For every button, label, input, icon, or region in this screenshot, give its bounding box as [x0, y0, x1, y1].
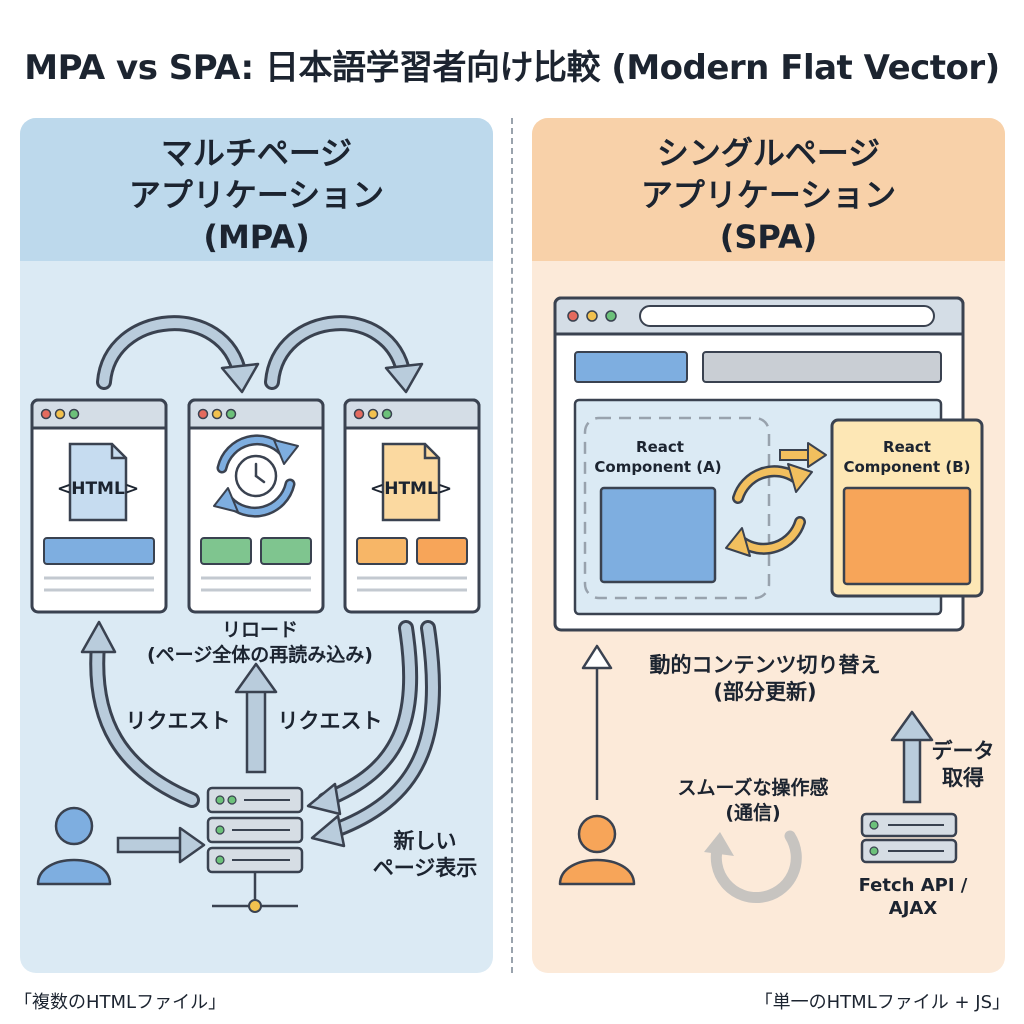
spa-user-icon: [558, 814, 636, 886]
component-swap-icon: [725, 463, 813, 557]
mpa-page3-html-label: <HTML>: [370, 479, 452, 499]
page-title: MPA vs SPA: 日本語学習者向け比較 (Modern Flat Vect…: [24, 48, 1000, 88]
new-page-label: 新しい ページ表示: [360, 828, 490, 883]
mpa-server-icon: [206, 786, 304, 913]
component-a-line1: React: [636, 438, 684, 456]
mpa-browser-page-3: [343, 398, 481, 614]
smooth-operation-label: スムーズな操作感 (通信): [648, 776, 858, 825]
mpa-top-arrow-1: [96, 315, 260, 394]
mpa-browser-page-2: [187, 398, 325, 614]
spa-heading-line1: シングルページ: [656, 134, 881, 172]
dynamic-switch-line2: (部分更新): [713, 680, 817, 705]
component-a-to-b-arrow: [779, 442, 827, 468]
smooth-operation-line1: スムーズな操作感: [677, 777, 829, 799]
dynamic-switch-line1: 動的コンテンツ切り替え: [649, 653, 881, 677]
spa-user-up-arrow: [581, 644, 613, 800]
component-a-line2: Component (A): [594, 458, 721, 476]
reload-label-line1: リロード: [221, 619, 298, 641]
component-b-line2: Component (B): [843, 458, 970, 476]
mpa-heading: マルチページ アプリケーション (MPA): [20, 132, 493, 258]
reload-label-line2: (ページ全体の再読み込み): [147, 643, 373, 666]
spa-header: シングルページ アプリケーション (SPA): [532, 118, 1005, 261]
spa-footer: 「単一のHTMLファイル + JS」: [754, 992, 1010, 1013]
mpa-request-arrow-center: [234, 662, 278, 774]
smooth-loop-icon: [704, 830, 802, 903]
center-divider: [511, 118, 513, 973]
fetch-api-label: Fetch API / AJAX: [838, 874, 988, 921]
data-fetch-line2: 取得: [942, 766, 984, 791]
component-b-card: [830, 418, 984, 598]
fetch-api-line2: AJAX: [888, 898, 938, 920]
data-fetch-line1: データ: [931, 739, 995, 763]
new-page-label-line1: 新しい: [393, 829, 457, 853]
mpa-header: マルチページ アプリケーション (MPA): [20, 118, 493, 261]
spa-server-icon: [860, 812, 958, 864]
mpa-top-arrow-2: [264, 315, 424, 394]
mpa-browser-page-1: [30, 398, 168, 614]
data-fetch-up-arrow: [890, 710, 934, 804]
request-label-left: リクエスト: [125, 709, 231, 733]
mpa-user-icon: [36, 806, 112, 886]
smooth-operation-line2: (通信): [725, 801, 781, 824]
reload-icon: [213, 434, 299, 518]
spa-heading-line2: アプリケーション: [640, 176, 897, 214]
data-fetch-label: データ 取得: [930, 738, 996, 793]
request-label-right: リクエスト: [277, 709, 383, 733]
new-page-label-line2: ページ表示: [372, 856, 478, 881]
mpa-response-arrows: [306, 620, 441, 848]
component-b-line1: React: [883, 438, 931, 456]
mpa-request-arrow-left: [80, 620, 200, 808]
spa-heading-line3: (SPA): [719, 218, 818, 256]
mpa-page1-html-label: <HTML>: [57, 479, 139, 499]
dynamic-switch-label: 動的コンテンツ切り替え (部分更新): [610, 652, 920, 707]
mpa-heading-line2: アプリケーション: [128, 176, 385, 214]
mpa-user-to-server-arrow: [116, 826, 206, 864]
mpa-footer: 「複数のHTMLファイル」: [14, 992, 227, 1013]
mpa-heading-line1: マルチページ: [160, 134, 353, 172]
fetch-api-line1: Fetch API /: [858, 875, 968, 896]
spa-heading: シングルページ アプリケーション (SPA): [532, 132, 1005, 258]
mpa-heading-line3: (MPA): [203, 218, 310, 256]
reload-label: リロード (ページ全体の再読み込み): [110, 618, 410, 667]
